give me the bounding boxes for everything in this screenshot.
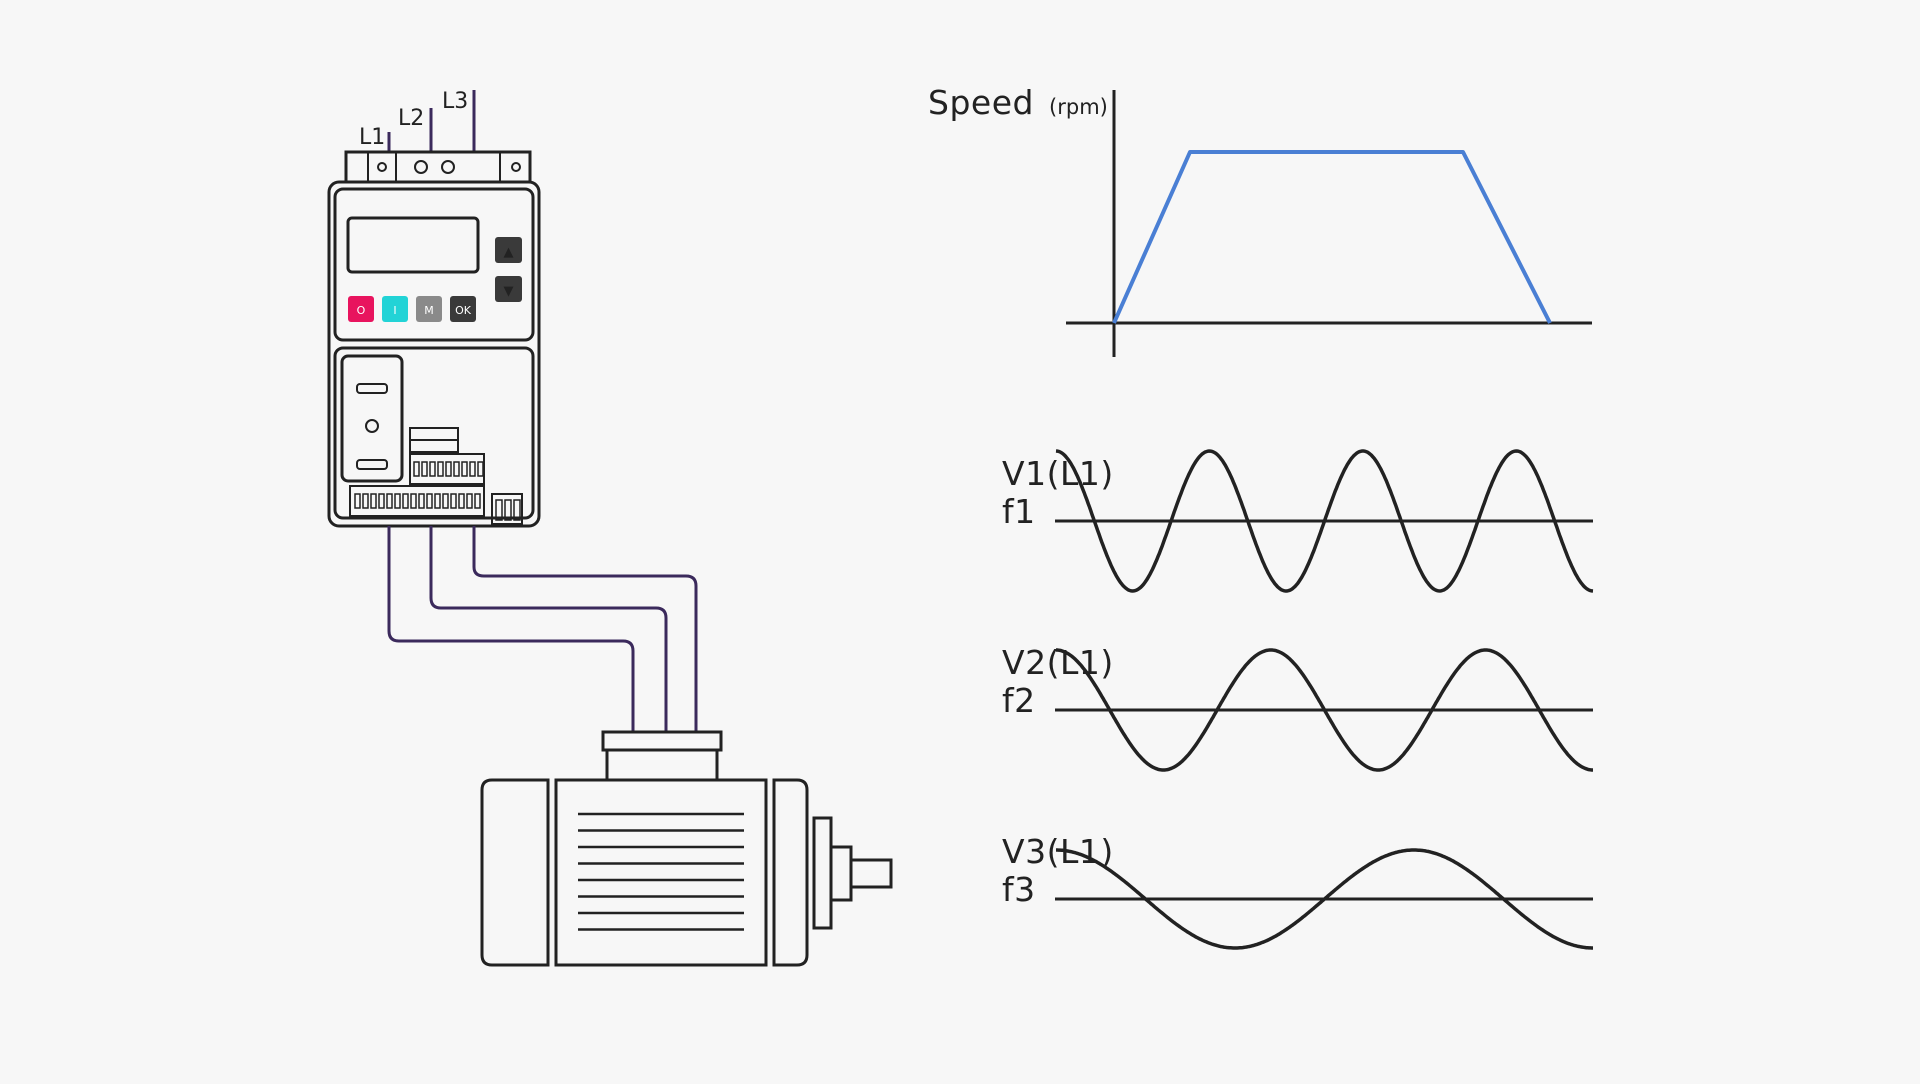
io-cover: [340, 354, 404, 483]
waveform-3: V3(L1) f3: [1002, 832, 1593, 950]
terminal-pin: [437, 461, 444, 477]
switch-block-pins: [495, 499, 521, 521]
supply-label-l3: L3: [442, 89, 468, 114]
display-screen: [346, 216, 480, 274]
terminal-pin: [469, 461, 476, 477]
ok-button[interactable]: OK: [450, 296, 476, 322]
dip-switch: [513, 499, 521, 521]
terminal-pin: [402, 493, 409, 509]
motor-terminal-box-top: [601, 730, 723, 752]
terminal-pin: [386, 493, 393, 509]
stop-key[interactable]: [348, 296, 374, 322]
motor: [480, 730, 893, 967]
motor-bearing-plate: [812, 816, 833, 930]
mode-button-label: M: [424, 304, 434, 317]
waveform-3-curve: [1056, 848, 1593, 950]
mode-button[interactable]: M: [416, 296, 442, 322]
waveform-2-freq-label: f2: [1002, 681, 1036, 720]
waveform-1: V1(L1) f1: [1002, 449, 1594, 593]
speed-chart: Speed (rpm): [928, 83, 1592, 357]
motor-cable-3: [472, 526, 698, 732]
speed-title: Speed: [928, 83, 1034, 122]
dip-switch: [504, 499, 512, 521]
terminal-strip-upper-pins: [413, 461, 484, 477]
waveform-2-curve: [1056, 648, 1593, 772]
motor-cooling-fins: [578, 812, 744, 931]
ok-button-label: OK: [455, 304, 472, 317]
motor-cables: [387, 526, 698, 732]
motor-housing: [554, 778, 768, 967]
terminal-pin: [434, 493, 441, 509]
start-button-label: I: [393, 304, 396, 317]
vfd-drive: L1 L2 L3 ▲ ▼: [327, 89, 541, 528]
terminal-pin: [445, 461, 452, 477]
switch-block: [491, 493, 523, 525]
supply-label-l1: L1: [359, 125, 385, 150]
terminal-pin: [474, 493, 481, 509]
arrow-up-button[interactable]: ▲: [495, 237, 522, 263]
terminal-pin: [418, 493, 425, 509]
terminal-pin: [410, 493, 417, 509]
control-panel: ▲ ▼ O I M OK: [333, 187, 535, 342]
terminal-strip-lower-pins: [354, 493, 481, 509]
start-button[interactable]: I: [382, 296, 408, 322]
terminal-pin: [362, 493, 369, 509]
motor-front-flange: [772, 778, 809, 967]
arrow-down-button[interactable]: ▼: [495, 276, 522, 302]
motor-cable-2: [429, 526, 668, 732]
start-key[interactable]: [382, 296, 408, 322]
waveform-1-curve: [1055, 449, 1594, 593]
terminal-pin: [453, 461, 460, 477]
terminal-pin: [429, 461, 436, 477]
speed-chart-title: Speed (rpm): [928, 83, 1108, 122]
arrow-down-key[interactable]: [495, 276, 522, 302]
arrow-down-icon: ▼: [504, 284, 514, 299]
terminal-pin: [461, 461, 468, 477]
terminal-pin: [477, 461, 484, 477]
terminal-pin: [378, 493, 385, 509]
motor-shaft: [849, 858, 893, 889]
waveform-3-freq-label: f3: [1002, 870, 1036, 909]
terminal-pin: [370, 493, 377, 509]
terminal-strip-lower: [349, 485, 485, 517]
motor-shaft-collar: [829, 845, 853, 902]
terminal-pin: [442, 493, 449, 509]
stop-button[interactable]: O: [348, 296, 374, 322]
ok-key[interactable]: [450, 296, 476, 322]
waveform-2: V2(L1) f2: [1002, 643, 1593, 772]
waveform-1-label: V1(L1): [1002, 454, 1114, 493]
terminal-pin: [466, 493, 473, 509]
motor-terminal-box: [605, 748, 719, 782]
drive-body: [327, 180, 541, 528]
terminal-panel: [333, 346, 535, 525]
terminal-pin: [426, 493, 433, 509]
top-terminal-block: [344, 150, 532, 184]
terminal-pin: [394, 493, 401, 509]
mode-key[interactable]: [416, 296, 442, 322]
dip-switch: [495, 499, 503, 521]
terminal-strip-upper: [409, 453, 485, 485]
terminal-pin: [354, 493, 361, 509]
terminal-pin: [458, 493, 465, 509]
arrow-up-key[interactable]: [495, 237, 522, 263]
terminal-pin: [413, 461, 420, 477]
stop-button-label: O: [357, 304, 366, 317]
motor-end-cap: [480, 778, 550, 967]
arrow-up-icon: ▲: [504, 245, 514, 260]
motor-cable-1: [387, 526, 635, 732]
waveform-1-freq-label: f1: [1002, 492, 1036, 531]
supply-label-l2: L2: [398, 106, 424, 131]
speed-profile-line: [1112, 150, 1552, 324]
terminal-pin: [421, 461, 428, 477]
speed-unit: (rpm): [1049, 95, 1108, 119]
terminal-pin: [450, 493, 457, 509]
